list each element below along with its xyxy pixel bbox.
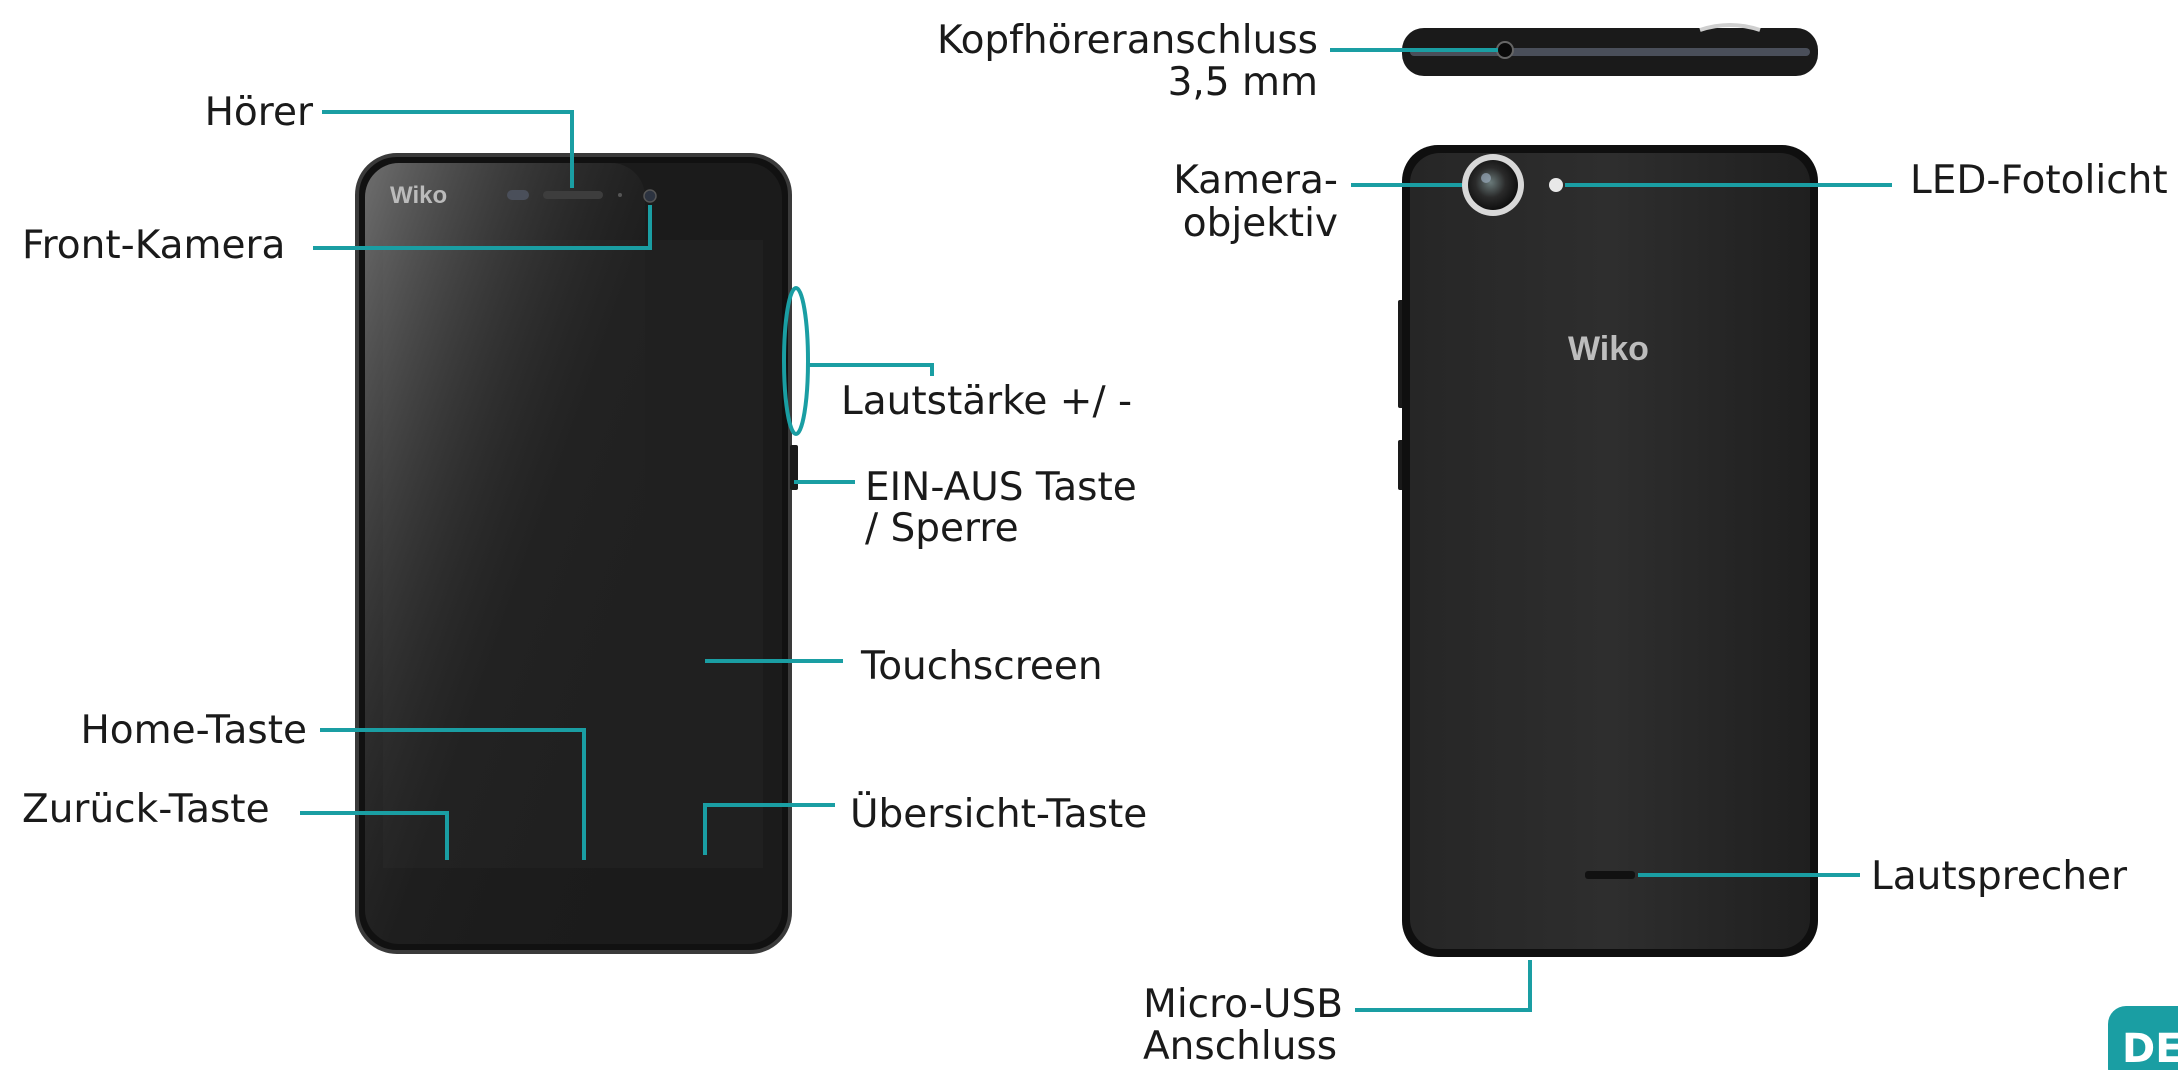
phone-back: Wiko [1398,145,1818,957]
speaker-grille [1585,871,1635,879]
label-led-fotolicht: LED-Fotolicht [1910,158,2168,203]
screen-glare [365,163,645,944]
language-tab-bg [2108,1006,2178,1070]
front-brand-logo: Wiko [390,182,447,209]
label-home-taste: Home-Taste [80,708,307,753]
label-kamera-line2: objektiv [1183,201,1338,246]
label-micro-usb-line2: Anschluss [1143,1024,1337,1069]
back-brand-logo: Wiko [1568,330,1649,368]
back-cover [1410,153,1810,949]
label-uebersicht-taste: Übersicht-Taste [850,791,1147,837]
top-edge-highlight [1699,23,1761,32]
label-lautsprecher: Lautsprecher [1871,854,2128,899]
language-tab: DE [2108,1006,2178,1070]
led-flash [1549,178,1563,192]
rear-camera-lens [1468,160,1518,210]
label-touchscreen: Touchscreen [860,644,1103,689]
label-hoerer: Hörer [205,90,314,135]
label-micro-usb-line1: Micro-USB [1143,982,1343,1027]
earpiece-grille [543,191,603,199]
headphone-jack [1496,41,1514,59]
side-button [790,445,798,490]
label-kopfhoerer-line2: 3,5 mm [1168,60,1318,105]
label-front-kamera: Front-Kamera [22,223,285,268]
label-ein-aus-line2: / Sperre [865,506,1019,551]
sensor-dot [618,193,622,197]
language-tab-label: DE [2122,1026,2178,1070]
label-kopfhoerer-line1: Kopfhöreranschluss [937,18,1318,63]
phone-top-view [1402,23,1818,76]
front-leaders [300,110,934,860]
label-lautstaerke: Lautstärke +/ - [841,379,1132,424]
back-leaders [1330,48,1892,1012]
rear-camera-highlight [1481,173,1491,183]
label-ein-aus-line1: EIN-AUS Taste [865,465,1137,510]
label-zurueck-taste: Zurück-Taste [22,787,270,832]
proximity-sensor [507,190,529,200]
label-kamera-line1: Kamera- [1173,158,1338,203]
phone-front: Wiko [355,153,798,954]
front-camera-lens [643,189,657,203]
